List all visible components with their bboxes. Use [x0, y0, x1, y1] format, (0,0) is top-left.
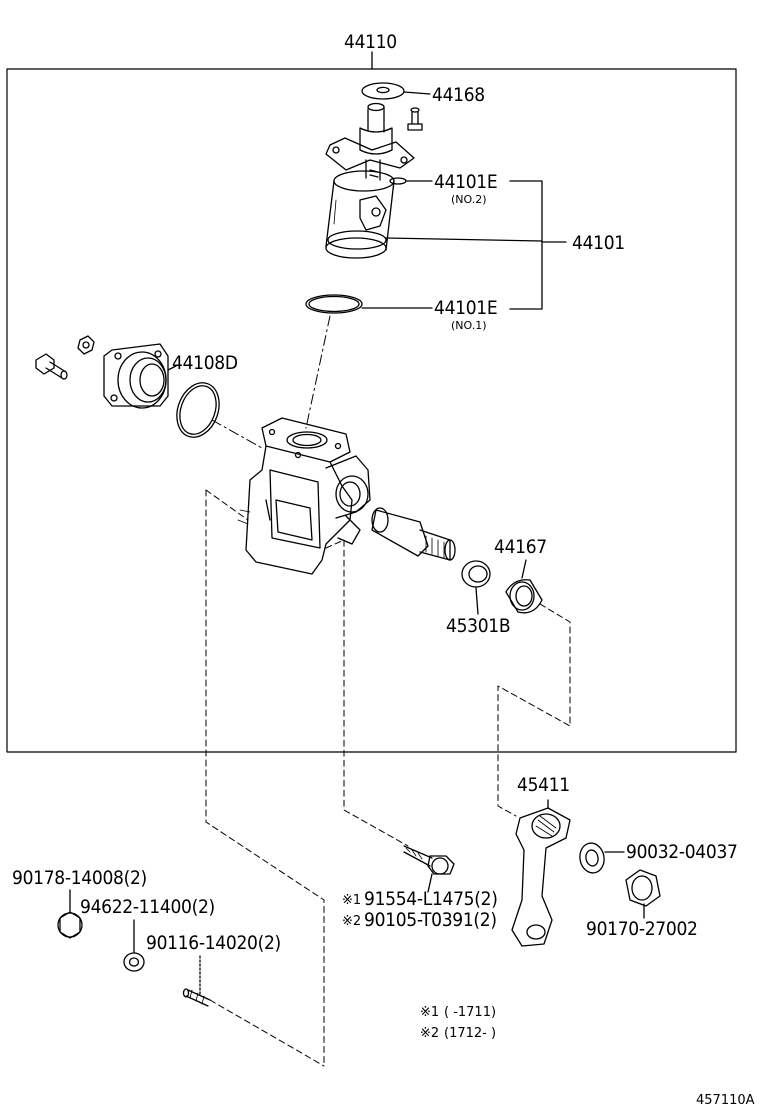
part-mark-90105: ※2 [342, 914, 362, 929]
note-mark-2: ※2 [420, 1026, 440, 1041]
mount-bolt [403, 845, 455, 893]
note-text-2: (1712- ) [444, 1026, 497, 1041]
washer-44168 [361, 82, 431, 100]
part-label-90170-27002: 90170-27002 [586, 918, 698, 940]
note-mark-1: ※1 [420, 1005, 440, 1020]
part-label-90032-04037: 90032-04037 [626, 841, 738, 863]
part-label-94622-11400: 94622-11400(2) [80, 896, 215, 918]
end-cover-oring [176, 382, 220, 438]
part-label-90116-14020: 90116-14020(2) [146, 932, 281, 954]
bushing-44167 [505, 559, 543, 614]
part-label-44167: 44167 [494, 536, 547, 558]
note-text-1: ( -1711) [444, 1005, 497, 1020]
part-label-44108d: 44108D [172, 352, 238, 374]
part-sublabel-no1: (NO.1) [451, 319, 487, 332]
oring-no1 [305, 294, 433, 314]
part-sublabel-no2: (NO.2) [451, 193, 487, 206]
part-label-44101e-no2: 44101E [434, 171, 498, 193]
part-label-91554-l1475: 91554-L1475(2) [364, 888, 498, 910]
gear-housing [237, 417, 371, 575]
valve-cylinder [325, 170, 395, 259]
part-label-44168: 44168 [432, 84, 485, 106]
washer-90032 [579, 842, 625, 874]
end-cover-44108d [103, 343, 177, 409]
valve-cover [325, 102, 423, 181]
part-label-45301b: 45301B [446, 615, 511, 637]
nut-90170 [625, 869, 661, 919]
figure-code: 457110A [696, 1093, 755, 1108]
pitman-arm-45411 [511, 799, 571, 947]
cover-bolt [35, 335, 95, 380]
part-label-44101e-no1: 44101E [434, 297, 498, 319]
oring-no2 [389, 177, 407, 185]
washer-94622 [123, 919, 145, 972]
part-label-90105-t0391: 90105-T0391(2) [364, 909, 497, 931]
nut-90178 [57, 889, 83, 939]
stud-90116 [182, 955, 211, 1007]
part-label-45411: 45411 [517, 774, 570, 796]
seal-45301b [461, 560, 491, 615]
part-label-90178-14008: 90178-14008(2) [12, 867, 147, 889]
part-label-44101: 44101 [572, 232, 625, 254]
sector-shaft [371, 507, 456, 561]
part-mark-91554: ※1 [342, 893, 362, 908]
assembly-label-44110: 44110 [344, 31, 397, 53]
